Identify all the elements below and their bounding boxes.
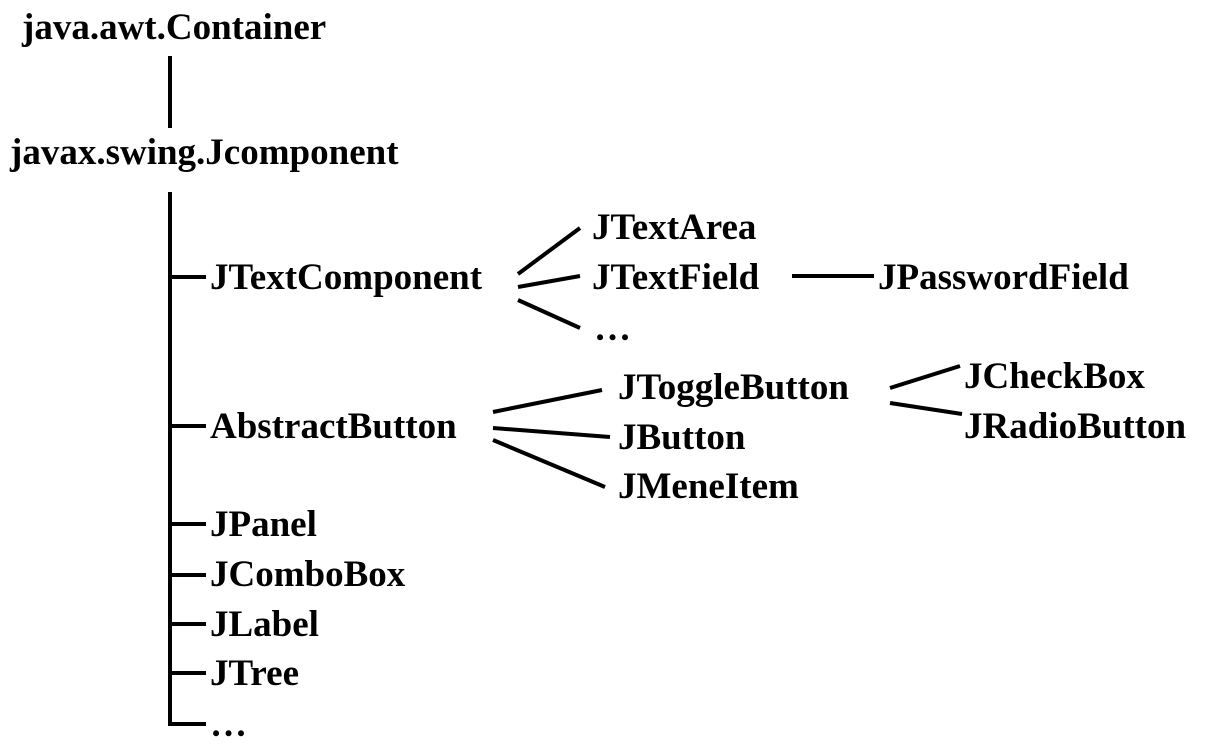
node-jtextcomponent: JTextComponent [210, 257, 483, 298]
node-jbutton: JButton [618, 417, 746, 458]
edge-abstractbutton-jbutton [492, 426, 611, 439]
node-jcheckbox: JCheckBox [964, 356, 1145, 397]
node-jmeneitem: JMeneItem [618, 466, 799, 507]
edge-jtextcomponent-jtextfield [517, 274, 581, 289]
edge-abstractbutton-jtogglebutton [492, 388, 603, 414]
edge-jtextcomponent-more [517, 298, 581, 330]
node-jtextfield: JTextField [592, 257, 760, 298]
connectors [168, 56, 963, 726]
node-abstractbutton: AbstractButton [210, 406, 457, 447]
node-jlabel: JLabel [210, 604, 319, 645]
node-jcomponent-more: … [210, 704, 247, 745]
edge-jtogglebutton-jcheckbox [889, 364, 961, 390]
edge-jtextcomponent-jtextarea [516, 226, 582, 276]
node-jtextcomponent-more: … [594, 308, 631, 349]
node-jpanel: JPanel [210, 504, 317, 545]
edge-jtogglebutton-jradiobutton [889, 401, 963, 416]
node-jtree: JTree [210, 653, 299, 694]
node-labels: java.awt.Container javax.swing.Jcomponen… [9, 7, 1186, 745]
node-java-awt-container: java.awt.Container [21, 7, 326, 48]
node-jpasswordfield: JPasswordField [878, 257, 1129, 298]
node-jcombobox: JComboBox [210, 554, 406, 595]
node-jtextarea: JTextArea [592, 207, 756, 248]
edge-abstractbutton-jmeneitem [492, 438, 606, 489]
node-javax-swing-jcomponent: javax.swing.Jcomponent [9, 132, 399, 173]
node-jtogglebutton: JToggleButton [618, 367, 849, 408]
node-jradiobutton: JRadioButton [964, 406, 1186, 447]
